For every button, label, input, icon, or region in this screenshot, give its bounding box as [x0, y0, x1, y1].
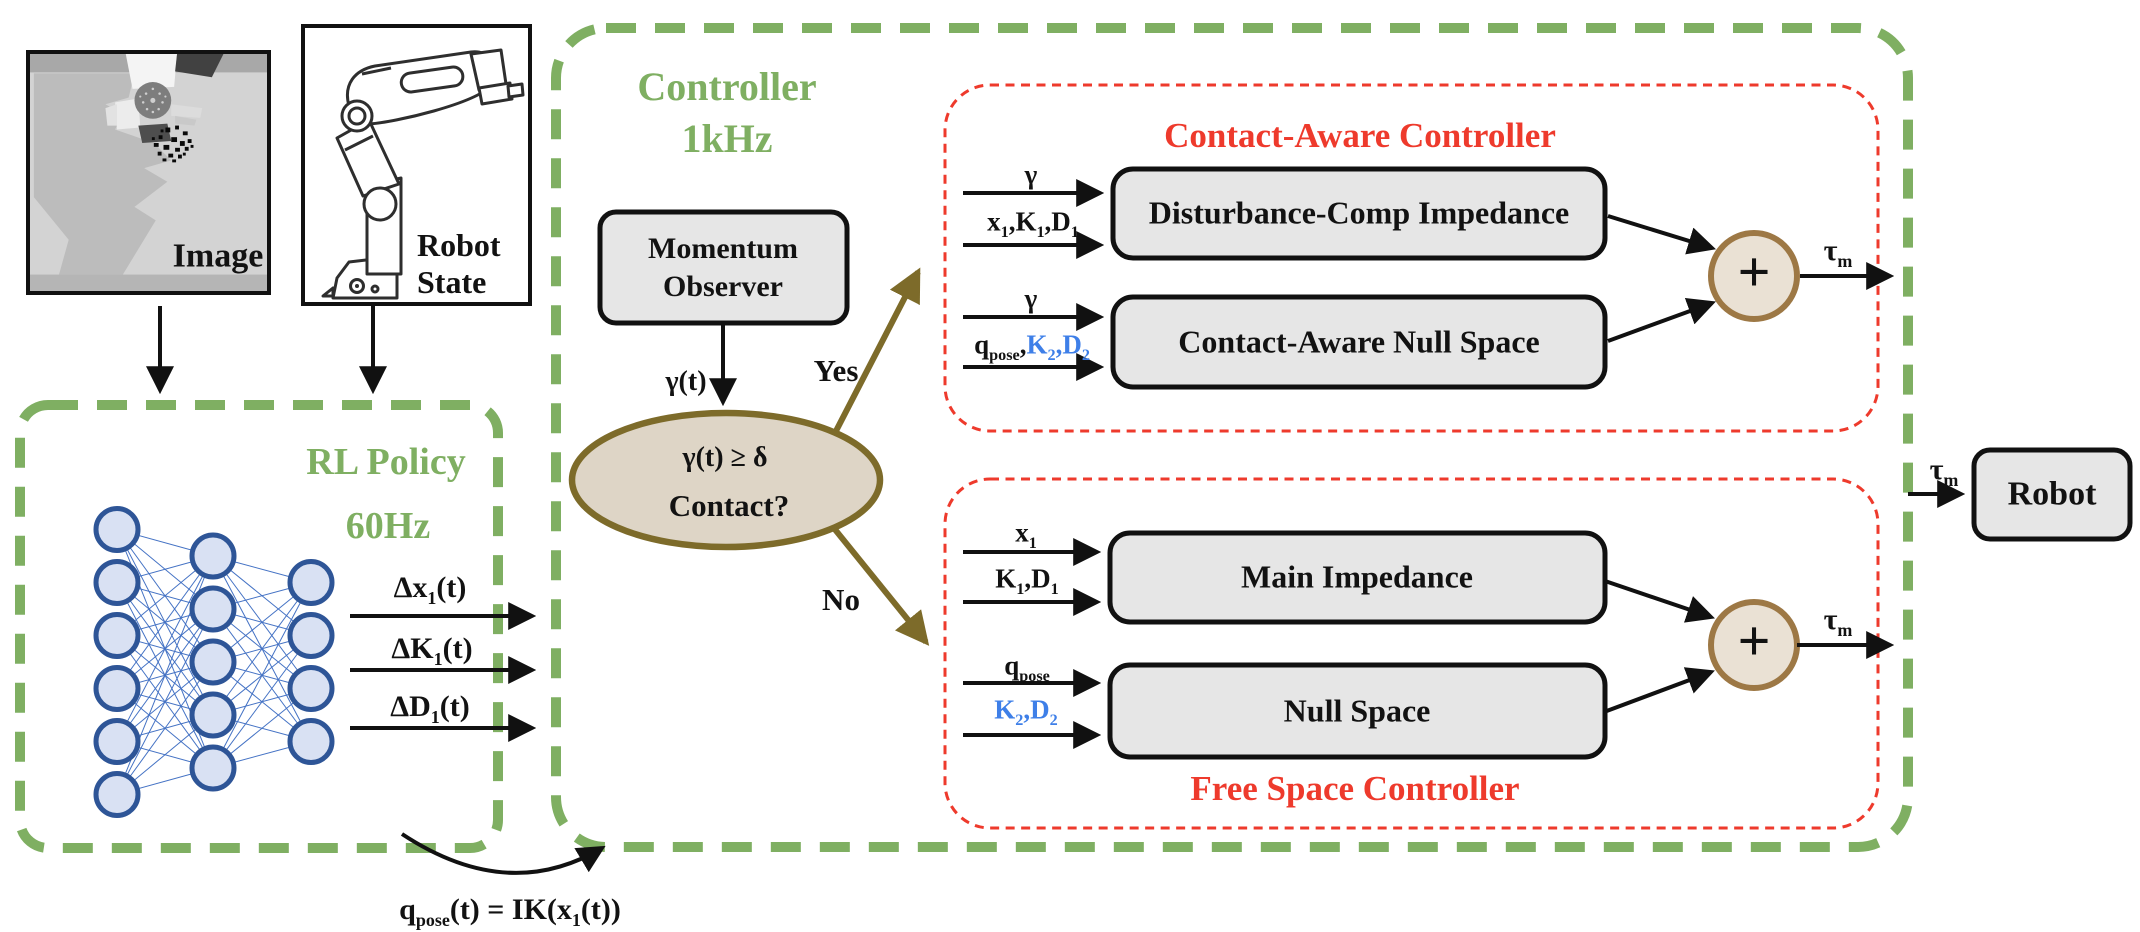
nn-node: [189, 532, 237, 580]
disturbance-comp-impedance-label: Disturbance-Comp Impedance: [1148, 194, 1570, 231]
sum-junction-contact: [1708, 230, 1800, 322]
camera-image-box: [26, 50, 271, 295]
fs-nullspace-input2-label: K2,D2: [994, 694, 1058, 729]
fs-impedance-input2-label: K1,D1: [995, 563, 1059, 598]
momentum-observer-line2: Observer: [663, 270, 783, 303]
camera-image-art: [30, 54, 267, 291]
contact-aware-null-space-box: [1110, 294, 1608, 390]
nn-node: [287, 559, 335, 606]
main-impedance-label: Main Impedance: [1241, 558, 1473, 595]
nn-node: [287, 665, 335, 712]
nn-node: [93, 771, 141, 818]
robot-state-label-line1: Robot: [417, 227, 501, 263]
signal-arrows: [146, 179, 1966, 875]
robot-state-label: Robot State: [417, 227, 501, 301]
ik-feedback-curve-arrow: [400, 832, 606, 875]
contact-aware-null-space-label: Contact-Aware Null Space: [1178, 323, 1540, 360]
ca-nullspace-input2-label: qpose,K2,D2: [974, 329, 1090, 364]
nn-node: [93, 612, 141, 659]
main-impedance-box: [1107, 530, 1608, 625]
momentum-observer-label: Momentum Observer: [648, 230, 798, 306]
policy-output-delta-k: ΔK1(t): [391, 631, 473, 669]
momentum-observer-box: [597, 209, 850, 326]
null-space-label: Null Space: [1283, 692, 1431, 729]
decision-branch-arrows: [830, 267, 930, 646]
sum-symbol-free: +: [1737, 608, 1771, 674]
nn-node: [287, 718, 335, 765]
robot-state-box: [301, 24, 532, 306]
nn-node: [93, 559, 141, 606]
decision-condition: γ(t) ≥ δ: [682, 441, 768, 473]
yes-label: Yes: [813, 353, 859, 389]
ca-nullspace-input2-blue: K2,D2: [1026, 329, 1090, 364]
robot-arm-white: [125, 54, 178, 89]
fs-impedance-to-sum-arrow: [1604, 579, 1715, 623]
nn-node: [189, 691, 237, 739]
robot-box: [1971, 447, 2133, 542]
ca-nullspace-input1-label: γ: [1024, 283, 1038, 314]
rl-policy-frame: [15, 400, 503, 853]
image-label: Image: [172, 237, 264, 275]
ik-equation-label: qpose(t) = IK(x1(t)): [399, 892, 621, 930]
fs-nullspace-input1-label: qpose: [1004, 650, 1050, 685]
disturbance-comp-impedance-box: [1110, 166, 1608, 261]
nn-node: [93, 718, 141, 765]
no-label: No: [822, 582, 860, 618]
ca-nullspace-input2-black: qpose,: [974, 329, 1027, 364]
fs-torque-label: τm: [1823, 602, 1853, 640]
contact-debris-dots: [151, 125, 194, 163]
nn-node: [287, 612, 335, 659]
contact-aware-title: Contact-Aware Controller: [1164, 115, 1556, 155]
ca-nullspace-to-sum-arrow: [1607, 298, 1716, 343]
ca-torque-label: τm: [1823, 233, 1853, 271]
robot-arm-drawing: [321, 48, 525, 300]
controller-rate: 1kHz: [681, 116, 773, 161]
sum-symbol-contact: +: [1737, 239, 1771, 305]
no-branch-arrow: [830, 525, 930, 646]
policy-output-delta-d: ΔD1(t): [390, 689, 470, 727]
fs-impedance-input1-label: x1: [1015, 517, 1037, 552]
yes-branch-arrow: [833, 267, 921, 433]
robot-state-label-line2: State: [417, 264, 487, 300]
nn-node: [93, 506, 141, 553]
nn-node: [189, 744, 237, 792]
free-space-title: Free Space Controller: [1190, 768, 1520, 808]
nn-node: [189, 585, 237, 633]
neural-network-graphic: [93, 506, 335, 818]
rl-policy-title: RL Policy: [306, 441, 466, 484]
robot-label: Robot: [2007, 475, 2097, 513]
momentum-observer-line1: Momentum: [648, 232, 798, 265]
controller-frame: [551, 23, 1913, 852]
decision-question: Contact?: [668, 488, 790, 524]
contact-aware-controller-frame: [943, 83, 1880, 433]
rl-policy-rate: 60Hz: [345, 505, 431, 548]
table-shadow-shape: [33, 73, 172, 275]
ca-impedance-input1-label: γ: [1024, 159, 1038, 190]
policy-output-delta-x: Δx1(t): [393, 570, 467, 608]
nn-node: [189, 638, 237, 686]
fs-nullspace-to-sum-arrow: [1603, 667, 1715, 714]
contact-decision-ellipse: [568, 409, 884, 551]
controller-title: Controller: [637, 64, 817, 109]
gamma-t-label: γ(t): [665, 365, 707, 397]
robot-input-torque-label: τm: [1929, 452, 1959, 490]
nn-node: [93, 665, 141, 712]
ca-impedance-input2-label: x1,K1,D1: [987, 206, 1079, 241]
ca-impedance-to-sum-arrow: [1607, 214, 1717, 255]
